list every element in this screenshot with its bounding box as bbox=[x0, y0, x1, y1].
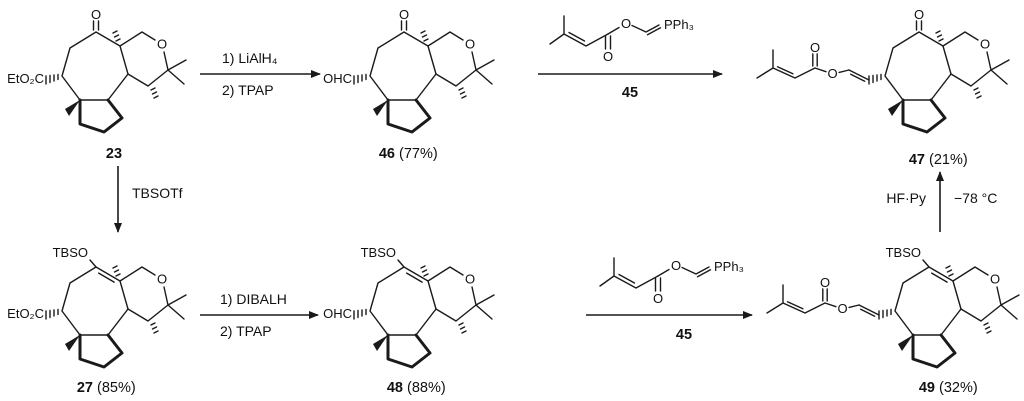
compound-23: EtO₂C bbox=[7, 7, 186, 132]
reagent-45-number-bottom: 45 bbox=[676, 327, 692, 343]
compound-49-yield: (32%) bbox=[939, 380, 978, 396]
compound-48: OHC bbox=[323, 245, 494, 367]
compound-46: OHC bbox=[323, 7, 494, 132]
side-chain-49 bbox=[766, 274, 880, 317]
core-structure bbox=[46, 245, 186, 367]
condition-dibalh: 1) DIBALH bbox=[220, 291, 287, 307]
core-structure bbox=[879, 245, 1019, 367]
compound-49-number: 49 bbox=[919, 380, 935, 396]
core-structure bbox=[354, 7, 494, 132]
compound-46-yield: (77%) bbox=[399, 146, 438, 162]
compound-23-number: 23 bbox=[106, 146, 122, 162]
compound-47-yield: (21%) bbox=[929, 152, 968, 168]
condition-tbsotf: TBSOTf bbox=[132, 185, 183, 201]
core-structure bbox=[46, 7, 186, 132]
compound-47 bbox=[756, 7, 1009, 132]
condition-tpap-top: 2) TPAP bbox=[222, 82, 274, 98]
reagent-45-bottom bbox=[599, 257, 745, 307]
condition-liAlH4: 1) LiAlH₄ bbox=[222, 50, 278, 66]
reagent-45-top bbox=[549, 15, 695, 65]
condition-temperature: −78 °C bbox=[954, 190, 997, 206]
compound-27-yield: (85%) bbox=[97, 380, 136, 396]
compound-48-yield: (88%) bbox=[407, 380, 446, 396]
compound-49 bbox=[766, 245, 1019, 367]
compound-48-number: 48 bbox=[387, 380, 403, 396]
compound-27: EtO₂C bbox=[7, 245, 186, 367]
compound-46-number: 46 bbox=[379, 146, 395, 162]
side-chain-47 bbox=[756, 39, 870, 82]
compound-27-number: 27 bbox=[77, 380, 93, 396]
reagent-45-number-top: 45 bbox=[622, 85, 638, 101]
substituent-label: EtO₂C bbox=[7, 71, 44, 86]
substituent-label: OHC bbox=[323, 71, 352, 86]
condition-tpap-bottom: 2) TPAP bbox=[220, 323, 272, 339]
compound-47-number: 47 bbox=[909, 152, 925, 168]
core-structure bbox=[354, 245, 494, 367]
core-structure bbox=[869, 7, 1009, 132]
condition-hf-py: HF·Py bbox=[886, 190, 926, 206]
substituent-label: OHC bbox=[323, 306, 352, 321]
substituent-label: EtO₂C bbox=[7, 306, 44, 321]
